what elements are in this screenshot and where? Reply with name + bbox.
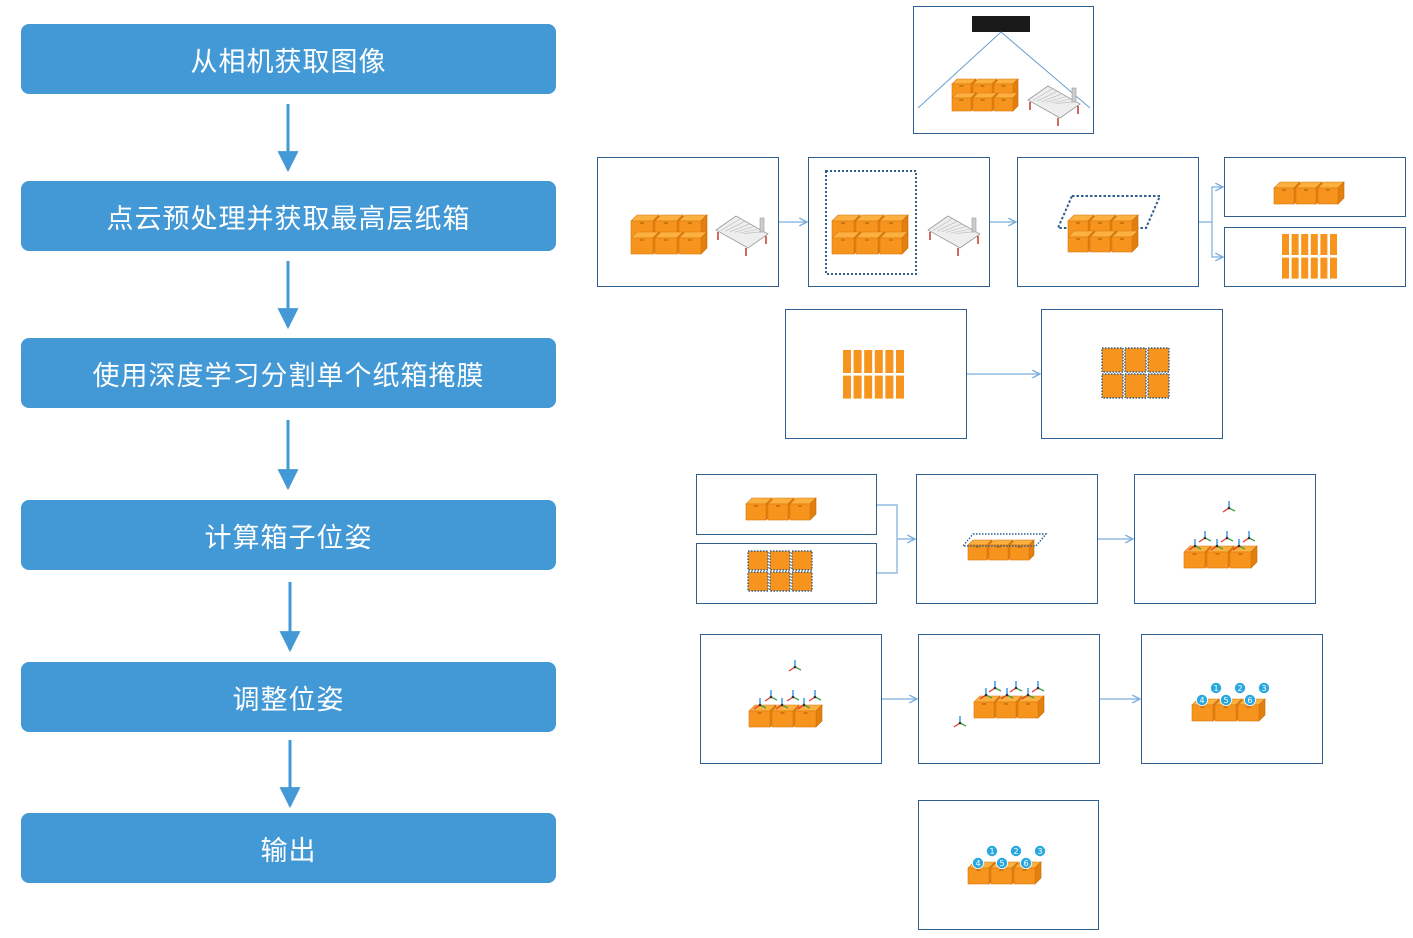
pose-axes-icon [1198, 531, 1212, 543]
pose-axes-icon [1210, 539, 1224, 551]
pose-axes-icon [1000, 688, 1014, 700]
seg-input-stripes [843, 350, 904, 399]
step-label: 从相机获取图像 [190, 46, 387, 78]
flow-connectors [779, 187, 1223, 699]
carton-stack-icon [973, 695, 1045, 719]
order-badge-icon: 2 [1010, 845, 1023, 858]
order-badge-icon: 3 [1034, 845, 1047, 858]
connector [877, 504, 915, 539]
order-badge-label: 4 [975, 859, 980, 868]
step-segment-masks: 使用深度学习分割单个纸箱掩膜 [21, 338, 556, 408]
carton-stack-icon [748, 704, 823, 728]
connector [1211, 222, 1223, 257]
carton-stack-icon [967, 539, 1035, 561]
step-label: 计算箱子位姿 [204, 522, 373, 554]
pose-axes-icon [1232, 539, 1246, 551]
step-label: 调整位姿 [232, 684, 345, 716]
carton-stack-icon [951, 78, 1019, 112]
carton-stack-icon [745, 497, 817, 521]
order-badge-icon: 2 [1234, 682, 1247, 695]
order-badge-label: 5 [1223, 696, 1228, 705]
order-badge-icon: 3 [1258, 682, 1271, 695]
top-plane-outline [1056, 195, 1162, 229]
connector [1199, 187, 1223, 223]
stack-roi-outline [825, 170, 917, 275]
carton-stack-icon [1273, 181, 1345, 205]
mask-outline [961, 533, 1048, 547]
pose-axes-icon [1220, 531, 1234, 543]
order-badge-icon: 6 [1020, 857, 1033, 870]
order-badge-icon: 6 [1244, 694, 1257, 707]
carton-stack-icon [1067, 214, 1139, 253]
order-badge-label: 6 [1023, 859, 1028, 868]
conveyor-icon [927, 215, 981, 256]
pose-axes-icon [786, 690, 800, 702]
step-arrows [277, 104, 301, 809]
step-output: 输出 [21, 813, 556, 883]
order-badge-icon: 4 [1196, 694, 1209, 707]
order-badge-icon: 5 [1220, 694, 1233, 707]
step-capture-image: 从相机获取图像 [21, 24, 556, 94]
step-label: 点云预处理并获取最高层纸箱 [106, 203, 471, 235]
order-badge-label: 5 [999, 859, 1004, 868]
pose-axes-icon [988, 681, 1002, 693]
carton-stack-icon [630, 214, 708, 255]
order-badge-icon: 4 [972, 857, 985, 870]
carton-stack-icon [1183, 545, 1258, 569]
order-badge-label: 3 [1037, 847, 1042, 856]
order-badge-icon: 1 [1210, 682, 1223, 695]
conveyor-icon [715, 215, 769, 256]
order-badge-icon: 5 [996, 857, 1009, 870]
pose-axes-icon [1188, 539, 1202, 551]
pose-axes-icon [797, 698, 811, 710]
step-label: 输出 [260, 835, 317, 867]
pose-axes-icon [764, 690, 778, 702]
pose-axes-icon [1242, 531, 1256, 543]
pose-mask-grid [747, 550, 813, 592]
pose-axes-icon [1021, 688, 1035, 700]
pose-axes-icon [979, 688, 993, 700]
order-badge-label: 3 [1261, 684, 1266, 693]
camera-icon [917, 16, 1091, 109]
carton-stack-icon [831, 214, 909, 255]
pose-axes-icon [808, 690, 822, 702]
order-badge-label: 1 [989, 847, 994, 856]
frame-masked-boxes [916, 474, 1098, 604]
step-preprocess-top-layer: 点云预处理并获取最高层纸箱 [21, 181, 556, 251]
order-badge-label: 1 [1213, 684, 1218, 693]
seg-mask-grid [1101, 347, 1170, 399]
step-adjust-pose: 调整位姿 [21, 662, 556, 732]
step-compute-pose: 计算箱子位姿 [21, 500, 556, 570]
pose-axes-icon [775, 698, 789, 710]
pose-axes-icon [788, 660, 802, 672]
pose-axes-icon [953, 716, 967, 728]
conveyor-icon [1027, 85, 1081, 126]
connector [877, 539, 898, 574]
order-badge-label: 2 [1237, 684, 1242, 693]
frame-seg-input [785, 309, 967, 439]
step-label: 使用深度学习分割单个纸箱掩膜 [92, 360, 485, 392]
pose-axes-icon [753, 698, 767, 710]
pose-axes-icon [1031, 681, 1045, 693]
pose-axes-icon [1009, 681, 1023, 693]
order-badge-label: 4 [1199, 696, 1204, 705]
pose-axes-icon [1222, 501, 1236, 513]
order-badge-label: 2 [1013, 847, 1018, 856]
order-badge-label: 6 [1247, 696, 1252, 705]
top-layer-stripes [1282, 234, 1337, 279]
order-badge-icon: 1 [986, 845, 999, 858]
